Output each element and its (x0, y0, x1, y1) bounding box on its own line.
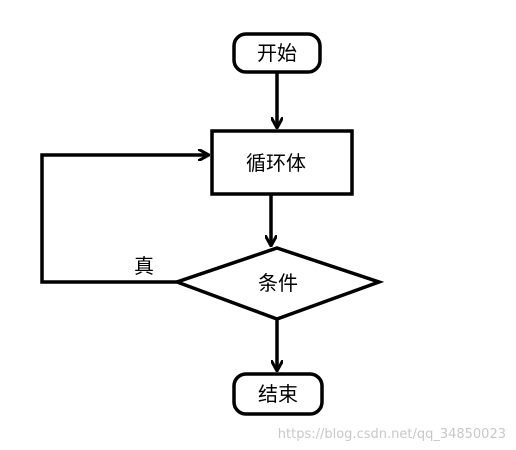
loop-back-arrow (40, 155, 208, 284)
condition-label: 条件 (258, 271, 298, 295)
loop-body-node: 循环体 (210, 129, 354, 196)
end-node: 结束 (232, 372, 324, 416)
start-node: 开始 (232, 32, 322, 74)
condition-node: 条件 (171, 246, 385, 321)
end-node-label: 结束 (258, 382, 298, 406)
start-node-label: 开始 (257, 41, 297, 65)
loop-body-label: 循环体 (246, 151, 306, 175)
true-branch-label: 真 (134, 254, 154, 278)
watermark-text: https://blog.csdn.net/qq_34850023 (278, 427, 506, 442)
